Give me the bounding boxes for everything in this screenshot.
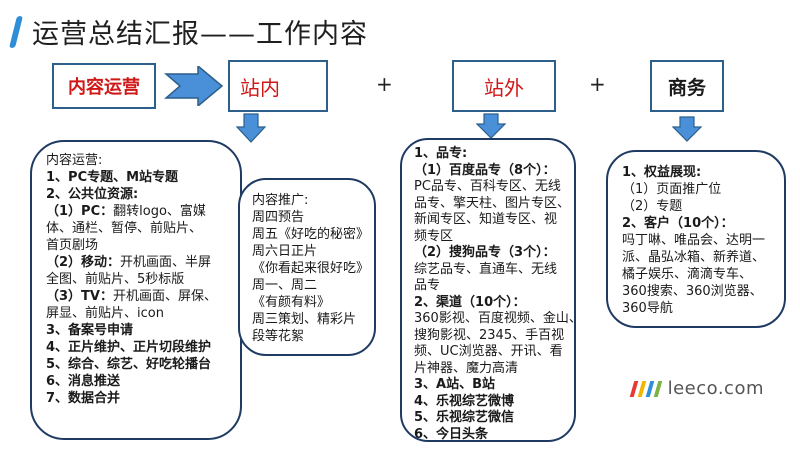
header-onsite-label: 站内 [240,75,280,100]
card-line: 3、A站、B站 [414,377,496,392]
header-onsite: 站内 [228,60,328,112]
card-line: 4、正片维护、正片切段维护 [46,340,212,355]
card-line: 综艺品专、直通车、无线 [414,261,558,277]
card-line: 品专 [414,278,441,293]
content-ops-card: 内容运营: 1、PC专题、M站专题 2、公共位资源: （1）PC：翻转logo、富媒体… [30,140,242,440]
card-line: 1、权益展现: [622,165,702,180]
card-line: 橘子娱乐、滴滴专车、 [622,267,753,282]
card-line: 《你看起来很好吃》 [252,261,370,276]
card-line: 5、乐视综艺微信 [414,410,515,425]
card-line: 1、PC专题、M站专题 [46,170,179,185]
right-arrow-icon [164,66,224,106]
page-title: 运营总结汇报——工作内容 [32,19,368,50]
card-line: （1）页面推广位 [622,182,722,197]
brand-bar [645,380,654,397]
header-business-label: 商务 [667,76,706,99]
card-line: 360搜索、360浏览器、 [622,284,763,299]
content-promo-card: 内容推广: 周四预告周五《好吃的秘密》周六日正片《你看起来很好吃》周一、周二《有颜… [238,178,376,356]
card-line: 《有颜有料》 [252,295,331,310]
card-line: （2）搜狗品专（3个）： [414,245,556,260]
card-line: 新闻专区、知道专区、视 [414,212,558,227]
card-line: 6、今日头条 [414,426,489,442]
card-line: 频、UC浏览器、开讯、看 [414,344,563,359]
card-line: 品专、擎天柱、图片专区、 [414,195,571,211]
down-arrow-icon [672,116,702,142]
card-line: 1、品专: [414,146,468,161]
brand-bar [629,380,638,397]
plus-sign-2: + [589,72,606,96]
card-line: 频专区 [414,228,454,244]
card-line: 360影视、百度视频、金山、 [414,311,582,326]
brand-bar [637,380,646,397]
offsite-card: 1、品专:（1）百度品专（8个）：PC品专、百科专区、无线品专、擎天柱、图片专区… [400,138,582,442]
card-line: 6、消息推送 [46,374,121,389]
card-line: 2、公共位资源: [46,187,139,202]
plus-sign-1: + [376,72,393,96]
header-offsite: 站外 [452,60,556,112]
card-line: 5、综合、综艺、好吃轮播台 [46,357,212,372]
title-accent-bar [9,16,23,48]
card-line: （2）移动：开机画面、半屏 [46,255,212,270]
card-line: 段等花絮 [252,329,305,344]
brand-logo: leeco.com [629,378,764,399]
card-line: 周四预告 [252,210,305,225]
card-line: （1）百度品专（8个）： [414,162,556,178]
header-content-ops-label: 内容运营 [68,77,140,98]
card-line: 周六日正片 [252,244,318,259]
card-line: 吗丁啉、唯品会、达明一 [622,233,766,248]
card-line: 周三策划、精彩片 [252,312,357,327]
card-line: （2）专题 [622,199,683,214]
down-arrow-icon [476,113,506,139]
card-line: （3）TV：开机画面、屏保、 [46,289,217,304]
card-line: 搜狗影视、2345、手百视 [414,327,565,343]
card-line: 首页剧场 [46,238,99,253]
down-arrow-icon [236,113,266,143]
business-card: 1、权益展现: （1）页面推广位 （2）专题 2、客户（10个）： 吗丁啉、唯品会、达明… [606,150,786,328]
card-line: （1）PC：翻转logo、富媒 [46,204,206,219]
card-line: 周一、周二 [252,278,318,293]
header-content-ops: 内容运营 [52,63,156,109]
card-line: 内容运营: [46,153,103,168]
brand-bar [653,380,662,397]
card-line: 屏显、前贴片、icon [46,306,164,321]
header-business: 商务 [650,60,724,112]
card-line: 体、通栏、暂停、前贴片、 [46,221,203,236]
card-line: 周五《好吃的秘密》 [252,227,370,242]
card-line: 全图、前贴片、5秒标版 [46,272,185,287]
header-offsite-label: 站外 [484,75,524,100]
card-line: 片神器、魔力高清 [414,360,519,376]
brand-bars-icon [629,380,662,397]
card-line: 4、乐视综艺微博 [414,393,515,409]
card-line: 内容推广: [252,193,309,208]
card-line: 3、备案号申请 [46,323,134,338]
card-line: 2、客户（10个）： [622,216,734,231]
brand-name: leeco.com [667,378,764,399]
card-line: 派、晶弘冰箱、新养道、 [622,250,766,265]
card-line: 7、数据合并 [46,391,121,406]
card-line: 2、渠道（10个）： [414,294,526,310]
card-line: 360导航 [622,301,673,316]
card-line: PC品专、百科专区、无线 [414,179,561,194]
